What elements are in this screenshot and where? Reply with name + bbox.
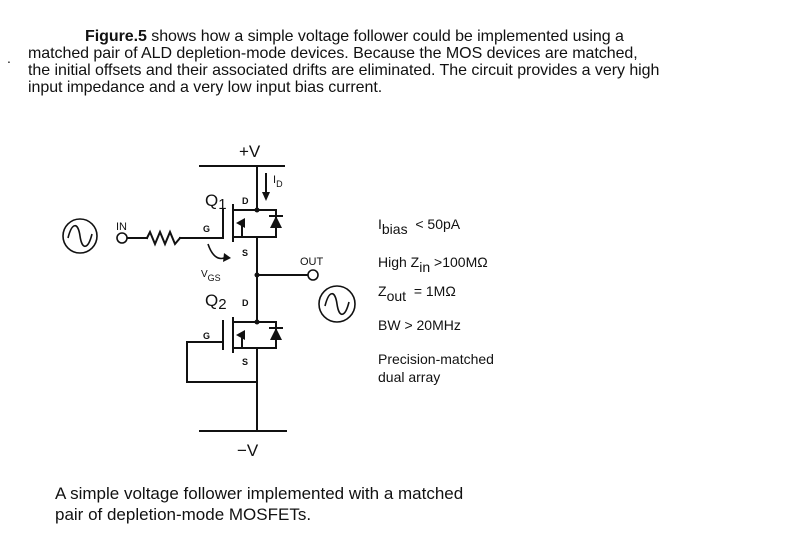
q1-source-label: S xyxy=(242,248,248,258)
spec-bias-current: Ibias < 50pA xyxy=(378,216,461,237)
figure-caption: A simple voltage follower implemented wi… xyxy=(55,483,463,525)
spec-output-impedance: Zout = 1MΩ xyxy=(378,283,456,304)
intro-paragraph: Figure.5 shows how a simple voltage foll… xyxy=(28,28,788,96)
output-label: OUT xyxy=(300,256,324,268)
output-source-circle xyxy=(318,285,356,323)
figure-reference: Figure.5 xyxy=(85,28,147,45)
output-sine-wave xyxy=(324,292,350,316)
q1-drain-label: D xyxy=(242,196,249,206)
q2-diode-triangle xyxy=(270,328,282,340)
caption-line-1: A simple voltage follower implemented wi… xyxy=(55,484,464,503)
q1-diode-triangle xyxy=(270,216,282,228)
input-source-circle xyxy=(62,218,98,254)
drain-current-label: ID xyxy=(273,174,283,189)
intro-line-3: the initial offsets and their associated… xyxy=(28,62,660,79)
q2-gate-feedback-wire xyxy=(186,341,258,383)
intro-line-1-text: shows how a simple voltage follower coul… xyxy=(146,28,624,45)
input-resistor xyxy=(145,229,182,247)
spec-input-impedance: High Zin >100MΩ xyxy=(378,254,488,275)
source-junction-dot xyxy=(254,272,260,278)
margin-mark: . xyxy=(7,50,11,66)
q1-label: Q1 xyxy=(205,191,227,213)
input-sine-wave xyxy=(67,224,93,248)
intro-line-1: Figure.5 shows how a simple voltage foll… xyxy=(28,28,788,45)
q2-gate-label: G xyxy=(203,331,210,341)
vgs-arrow-head xyxy=(223,253,231,262)
q2-source-label: S xyxy=(242,357,248,367)
drain-junction-dot-q1 xyxy=(254,207,260,213)
q2-arrow xyxy=(236,330,245,340)
id-arrow-head xyxy=(262,192,270,201)
supply-positive-label: +V xyxy=(239,142,261,161)
vgs-label: VGS xyxy=(201,269,221,283)
caption-line-2: pair of depletion-mode MOSFETs. xyxy=(55,505,312,524)
q1-arrow xyxy=(236,218,245,228)
q2-label: Q2 xyxy=(205,291,227,313)
spec-bandwidth: BW > 20MHz xyxy=(378,317,461,333)
input-label: IN xyxy=(116,221,127,233)
output-terminal xyxy=(307,269,319,281)
supply-negative-label: −V xyxy=(237,441,259,460)
intro-line-2: matched pair of ALD depletion-mode devic… xyxy=(28,45,638,62)
q2-drain-label: D xyxy=(242,298,249,308)
q1-gate-label: G xyxy=(203,224,210,234)
intro-line-4: input impedance and a very low input bia… xyxy=(28,79,383,96)
input-terminal xyxy=(116,232,128,244)
drain-junction-dot-q2 xyxy=(254,319,260,325)
vgs-arrow-curve xyxy=(207,243,225,260)
